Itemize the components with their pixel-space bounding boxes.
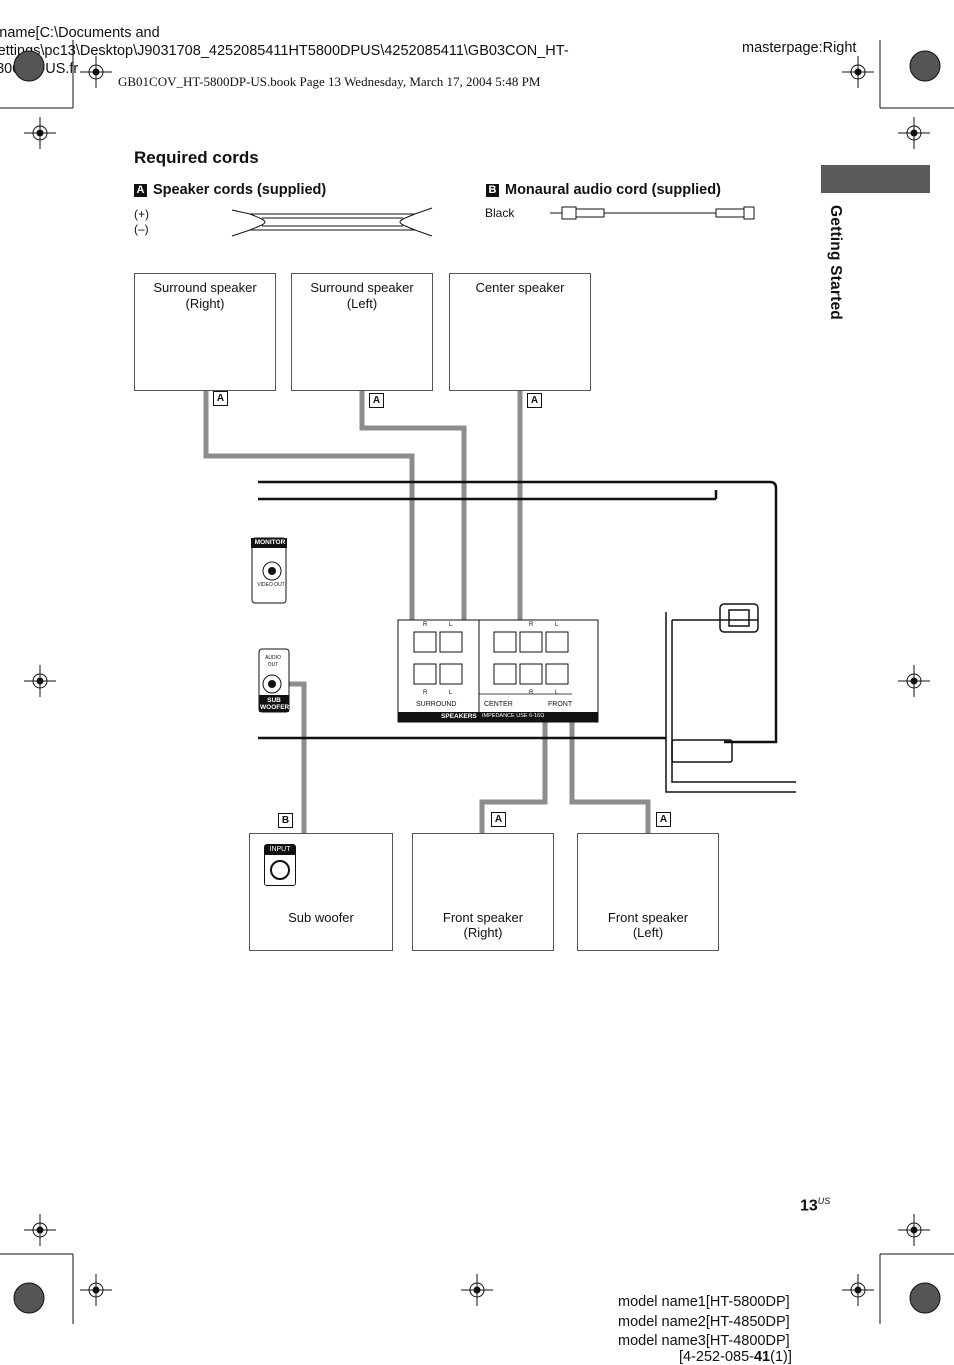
cord-b-letter: B (486, 184, 499, 197)
surround-left-name: Surround speaker (310, 280, 414, 295)
part-code-prefix: [4-252-085- (679, 1349, 754, 1365)
section-tab-marker (821, 165, 930, 193)
monitor-label: MONITOR (254, 539, 286, 546)
sub-woofer-out-label: SUB WOOFER (260, 697, 290, 711)
surround-r-bottom: R (423, 690, 428, 696)
speaker-wires (203, 350, 651, 885)
surround-left-speaker: Surround speaker (Left) (291, 273, 433, 391)
speaker-terminal-panel (397, 619, 599, 723)
receiver-chassis (258, 480, 796, 793)
tag-center: A (527, 393, 542, 408)
front-right-speaker: Front speaker (Right) (412, 833, 554, 951)
front-r-bottom: R (529, 690, 534, 696)
crop-marks (0, 40, 954, 1324)
surround-r-top: R (423, 622, 428, 628)
cord-b-heading: B Monaural audio cord (supplied) (486, 182, 721, 198)
front-left-side: (Left) (632, 925, 664, 940)
surround-l-top: L (449, 622, 453, 628)
surround-right-side: (Right) (185, 296, 225, 311)
cord-a-minus: (–) (134, 222, 149, 236)
subwoofer-speaker: INPUT Sub woofer (249, 833, 393, 951)
part-code-bold: 41 (753, 1349, 771, 1365)
file-path-line-1: lename[C:\Documents and (0, 25, 160, 41)
tag-surround-right: A (213, 391, 228, 406)
subwoofer-input-socket (270, 860, 290, 880)
surround-right-speaker: Surround speaker (Right) (134, 273, 276, 391)
tag-front-left: A (656, 812, 671, 827)
subwoofer-input-label: INPUT (265, 845, 295, 855)
cord-a-heading: A Speaker cords (supplied) (134, 182, 326, 198)
center-terminal-label: CENTER (484, 701, 513, 708)
surround-l-bottom: L (449, 690, 453, 696)
audio-out-label: AUDIO OUT (265, 655, 281, 668)
impedance-label: IMPEDANCE USE 6-16Ω (482, 713, 545, 719)
front-left-name: Front speaker (607, 910, 689, 925)
model-line-2: model name2[HT-4850DP] (618, 1313, 790, 1330)
speakers-bar-label: SPEAKERS (441, 713, 477, 720)
surround-right-name: Surround speaker (153, 280, 257, 295)
wire-surround-right (203, 350, 415, 650)
tag-subwoofer: B (278, 813, 293, 828)
monitor-video-out-jack (251, 537, 287, 604)
video-out-label: VIDEO OUT (257, 582, 285, 588)
front-right-name: Front speaker (442, 910, 524, 925)
masterpage-label: masterpage:Right (742, 40, 857, 56)
subwoofer-name: Sub woofer (288, 910, 354, 925)
model-names: model name1[HT-5800DP] model name2[HT-48… (618, 1293, 790, 1352)
front-l-top: L (555, 622, 559, 628)
cord-b-color: Black (485, 206, 515, 220)
page-number-suffix: US (817, 1196, 831, 1206)
cord-a-label: Speaker cords (supplied) (153, 182, 327, 198)
monaural-cord-icon (550, 206, 755, 220)
cord-a-letter: A (134, 184, 147, 197)
registration-marks (13, 50, 941, 1314)
tag-front-right: A (491, 812, 506, 827)
tag-surround-left: A (369, 393, 384, 408)
front-right-side: (Right) (463, 925, 503, 940)
page-number: 13US (800, 1196, 830, 1215)
part-code: [4-252-085-41(1)] (679, 1349, 792, 1365)
speaker-cord-icon (231, 207, 433, 237)
center-speaker-name: Center speaker (475, 280, 565, 295)
surround-left-side: (Left) (346, 296, 378, 311)
surround-terminal-label: SURROUND (416, 701, 457, 708)
front-terminal-label: FRONT (548, 701, 573, 708)
page-number-value: 13 (800, 1197, 818, 1215)
front-l-bottom: L (555, 690, 559, 696)
front-r-top: R (529, 622, 534, 628)
file-path-line-2: Settings\pc13\Desktop\J9031708_425208541… (0, 43, 569, 59)
model-line-3: model name3[HT-4800DP] (618, 1333, 790, 1349)
model-line-1: model name1[HT-5800DP] (618, 1294, 790, 1310)
cord-b-label: Monaural audio cord (supplied) (505, 182, 721, 198)
front-left-speaker: Front speaker (Left) (577, 833, 719, 951)
speaker-terminal-icons (145, 320, 709, 898)
section-tab-label: Getting Started (827, 205, 844, 320)
part-code-suffix: (1)] (770, 1349, 792, 1365)
section-title: Required cords (134, 148, 259, 167)
book-info-line: GB01COV_HT-5800DP-US.book Page 13 Wednes… (118, 74, 541, 89)
center-speaker: Center speaker (449, 273, 591, 391)
subwoofer-out-jack (258, 648, 290, 713)
subwoofer-input-jack: INPUT (264, 844, 296, 886)
cord-a-plus: (+) (134, 207, 149, 221)
